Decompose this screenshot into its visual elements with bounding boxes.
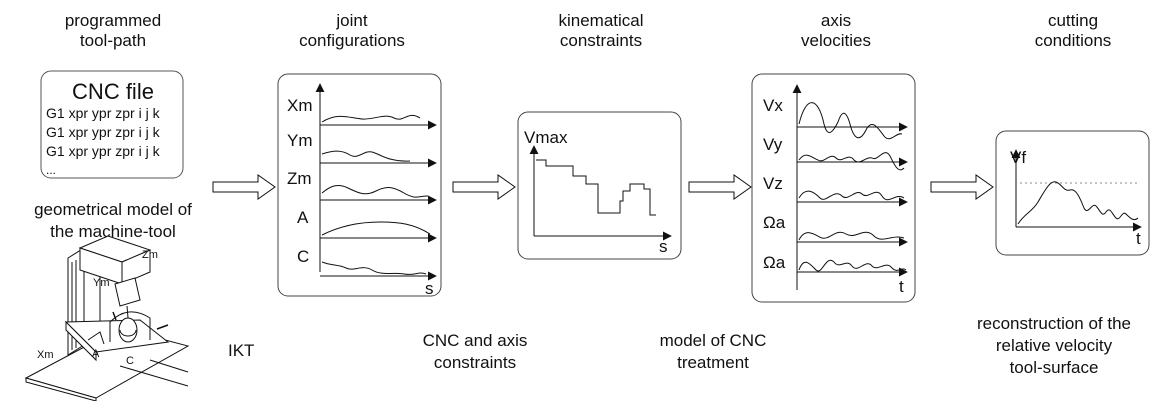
cutting-vf-curve [1017,181,1139,225]
header-tool-path: programmed tool-path [65,11,161,50]
machine-label-xm: Xm [37,349,54,361]
machine-tool-drawing: Zm Ym Xm A C [24,235,190,401]
machine-head-side [121,249,151,285]
velocity-curve-vz [798,190,905,201]
velocity-row-label: Vz [763,174,783,193]
caption-cnc-constraints: CNC and axis constraints [423,331,528,372]
kinematic-panel-frame [517,111,682,260]
velocity-curve-vx [798,102,903,140]
joint-curves [321,114,431,275]
velocity-panel: Vx Vy Vz Ωa Ωa t [751,73,916,303]
caption-reconstruction-line1: reconstruction of the [977,314,1131,333]
joint-curve-ym [321,150,411,162]
joint-panel: Xm Ym Zm A C s [277,73,442,298]
caption-cnc-treatment: model of CNC treatment [660,331,767,372]
caption-reconstruction: reconstruction of the relative velocity … [977,314,1131,377]
caption-reconstruction-line2: relative velocity [996,336,1113,355]
header-axis-velocities: axis velocities [801,11,871,50]
velocity-curve-omega-a2 [798,259,907,272]
flow-arrow-3 [688,174,752,200]
machine-label-a: A [92,348,100,360]
flow-arrow-4 [930,174,994,200]
joint-curve-xm [321,114,421,123]
header-joint-configurations: joint configurations [299,11,405,50]
velocity-curve-omega-a1 [798,231,905,241]
header-cutting-conditions: cutting conditions [1035,11,1112,50]
cutting-ylabel: Vf [1010,148,1026,167]
caption-reconstruction-line3: tool-surface [1010,358,1099,377]
velocity-panel-frame [751,73,916,303]
cnc-file-line: G1 xpr ypr zpr i j k [46,105,161,121]
kinematic-vmax-curve [536,159,656,216]
flow-arrows [212,174,994,200]
cutting-panel-frame [995,130,1150,256]
caption-cnc-constraints-line2: constraints [434,353,516,372]
machine-caption: geometrical model of the machine-tool [34,200,192,241]
machine-rotary-table [118,317,138,343]
cnc-file-line: ... [46,163,56,177]
cutting-panel: Vf t [995,130,1150,256]
joint-row-label: A [297,208,309,227]
joint-curve-zm [321,185,429,198]
cnc-file-title: CNC file [72,79,154,104]
velocity-curve-vy [798,152,905,171]
header-kinematical-line2: constraints [560,31,642,50]
cnc-file-line: G1 xpr ypr zpr i j k [46,143,161,159]
header-cutting-line2: conditions [1035,31,1112,50]
cnc-file-frame [40,70,184,179]
machine-caption-line1: geometrical model of [34,200,192,219]
joint-row-axes [320,120,437,281]
flow-arrow-1 [212,174,276,200]
velocity-row-axes [797,122,908,277]
joint-row-label: C [297,247,309,266]
joint-curve-a [321,221,431,236]
machine-label-c: C [126,355,134,367]
header-joint-line2: configurations [299,31,405,50]
flow-arrow-2 [452,174,516,200]
machine-rotary-cradle [109,311,151,342]
cnc-file-line: G1 xpr ypr zpr i j k [46,124,161,140]
machine-caption-line2: the machine-tool [50,222,176,241]
caption-cnc-treatment-line2: treatment [677,353,749,372]
joint-curve-c [321,261,427,275]
header-kinematical-line1: kinematical [558,11,643,30]
header-kinematical-constraints: kinematical constraints [558,11,643,50]
joint-panel-frame [277,73,442,297]
caption-cnc-treatment-line1: model of CNC [660,331,767,350]
joint-axis-label: s [425,279,434,298]
velocity-row-label: Ωa [763,253,786,272]
machine-label-zm: Zm [142,249,158,261]
caption-cnc-constraints-line1: CNC and axis [423,331,528,350]
header-axis-line2: velocities [801,31,871,50]
cutting-axis-label: t [1136,229,1141,248]
header-joint-line1: joint [335,11,367,30]
machine-label-ym: Ym [93,277,110,289]
kinematic-ylabel: Vmax [524,128,568,147]
cnc-file-box: CNC file G1 xpr ypr zpr i j k G1 xpr ypr… [40,70,184,179]
joint-row-label: Zm [287,169,312,188]
velocity-row-label: Vy [763,135,783,154]
joint-row-label: Ym [287,131,313,150]
velocity-axis-label: t [899,277,904,296]
kinematic-panel: Vmax s [517,111,682,260]
header-cutting-line1: cutting [1048,11,1098,30]
header-axis-line1: axis [821,11,851,30]
velocity-row-label: Ωa [763,213,786,232]
joint-row-label: Xm [287,96,313,115]
header-tool-path-line2: tool-path [80,31,146,50]
velocity-row-label: Vx [763,96,783,115]
header-tool-path-line1: programmed [65,11,161,30]
caption-ikt: IKT [228,341,254,360]
machine-spindle [114,277,141,307]
velocity-curves [798,102,907,272]
kinematic-axis-label: s [659,237,668,256]
